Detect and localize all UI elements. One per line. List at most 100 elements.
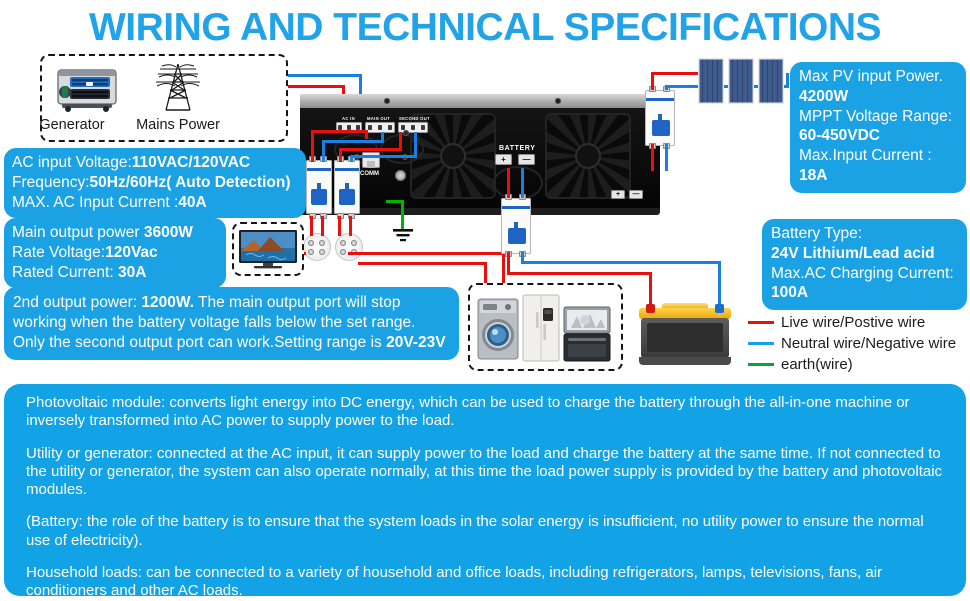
generator-label: Generator <box>39 117 105 133</box>
terminal-block-ac-in[interactable] <box>336 122 362 133</box>
ac-input-frequency-line: Frequency:50Hz/60Hz( Auto Detection) <box>12 173 298 193</box>
description-panel: Photovoltaic module: converts light ener… <box>4 384 966 599</box>
terminal-hole <box>355 125 360 130</box>
outlet-hole <box>308 240 314 246</box>
wire-earth-drop <box>401 200 404 230</box>
generator-icon <box>57 69 117 112</box>
spec-pv-box: Max PV input Power. 4200W MPPT Voltage R… <box>790 62 966 193</box>
main-output-power-line: Main output power 3600W <box>12 223 218 243</box>
legend-label-live: Live wire/Postive wire <box>781 314 926 331</box>
pv-panel <box>758 58 784 104</box>
outlet-hole <box>319 240 325 246</box>
top-bar-screw-left <box>384 98 390 104</box>
battery-positive-post <box>646 304 655 313</box>
top-bar-screw-right <box>555 98 561 104</box>
main-output-power-label: Main output power <box>12 224 144 241</box>
second-output-label: 2nd output power <box>13 294 133 311</box>
breaker-toggle[interactable] <box>311 183 327 205</box>
wire-loads-feed-top <box>348 252 505 255</box>
wire-neutral-second-jumper-v <box>350 155 353 162</box>
battery-body <box>641 318 729 358</box>
terminal-block-second-out[interactable] <box>398 122 428 133</box>
outlet-main[interactable] <box>303 233 331 261</box>
wire-battery-neg-run <box>521 261 721 264</box>
page-title: WIRING AND TECHNICAL SPECIFICATIONS <box>88 6 882 49</box>
pv-current-value: 18A <box>799 167 828 185</box>
breaker-ac-input-pole-1[interactable] <box>306 160 332 214</box>
wire-live-main-jumper-v <box>311 130 314 162</box>
main-output-current-line: Rated Current: 30A <box>12 263 218 283</box>
second-output-range-value: 20V-23V <box>386 333 446 351</box>
ac-input-voltage-line: AC input Voltage:110VAC/120VAC <box>12 153 298 173</box>
terminal-block-main-out[interactable] <box>365 122 395 133</box>
terminal-hole <box>368 125 372 130</box>
spec-main-output-box: Main output power 3600W Rate Voltage:120… <box>4 218 226 289</box>
battery-terminal-label: BATTERY <box>499 145 536 152</box>
earth-ground-symbol <box>393 229 413 242</box>
battery-negative-pad[interactable]: — <box>518 154 535 165</box>
cooling-fan-right <box>545 113 631 199</box>
battery-charge-current-label: Max.AC Charging Current: <box>771 264 954 282</box>
wire-battery-pos-inverter <box>507 168 510 198</box>
outlet-hole <box>340 240 346 246</box>
wire-pv-pos-to-inverter <box>651 144 654 171</box>
breaker-bar <box>646 98 674 101</box>
wire-live-source-h <box>288 85 345 88</box>
wire-live-second-jumper <box>339 148 402 151</box>
breaker-pv[interactable] <box>645 90 675 146</box>
breaker-toggle[interactable] <box>652 114 670 136</box>
battery-top <box>639 308 731 319</box>
ac-input-current-value: 40A <box>178 193 207 211</box>
wire-neutral-main-jumper <box>322 140 384 143</box>
inverter-front-panel: AC IN MAIN OUT SECOND OUT COMM <box>300 108 660 208</box>
ac-input-voltage-label: AC input Voltage: <box>12 154 132 171</box>
outlet-hole <box>351 240 357 246</box>
outlet-hole <box>308 249 314 255</box>
dishwasher-icon <box>563 306 611 362</box>
second-output-body: The main output port will stop working w… <box>13 294 416 351</box>
breaker-ac-input-pole-2[interactable] <box>334 160 360 214</box>
breaker-toggle[interactable] <box>339 183 355 205</box>
terminal-hole <box>388 125 392 130</box>
pv-panel <box>728 58 754 104</box>
wire-outlet-second-feed-b <box>349 216 352 236</box>
legend-label-earth: earth(wire) <box>781 356 853 373</box>
spec-ac-input-box: AC input Voltage:110VAC/120VAC Frequency… <box>4 148 306 219</box>
pv-negative-pad[interactable]: — <box>629 190 643 199</box>
wire-outlet-main-feed-b <box>321 216 324 236</box>
wire-live-main-jumper <box>311 130 368 133</box>
terminal-hole <box>421 125 425 130</box>
description-paragraph-utility: Utility or generator: connected at the A… <box>26 444 943 499</box>
battery-type-label: Battery Type: <box>771 225 863 242</box>
wire-live-second-tap <box>399 132 402 149</box>
spec-second-output-box: 2nd output power: 1200W. The main output… <box>4 287 459 361</box>
ground-stud[interactable] <box>395 170 406 181</box>
ac-input-frequency-label: Frequency: <box>12 173 90 191</box>
photovoltaic-array <box>698 58 786 104</box>
wire-outlet-main-feed-a <box>310 216 313 236</box>
main-output-voltage-line: Rate Voltage:120Vac <box>12 243 218 263</box>
wire-pv-neg-run-top <box>665 85 789 88</box>
pv-positive-pad[interactable]: + <box>611 190 625 199</box>
wire-neutral-second-jumper <box>350 155 417 158</box>
wire-loads-feed-down-b <box>484 262 487 286</box>
description-paragraph-pv: Photovoltaic module: converts light ener… <box>26 394 910 430</box>
terminal-hole <box>411 125 415 130</box>
outlet-hole <box>319 249 325 255</box>
wire-pv-pos-run <box>651 72 699 75</box>
breaker-battery[interactable] <box>501 198 531 254</box>
outlet-second[interactable] <box>335 233 363 261</box>
pv-power-label: Max PV input Power. <box>799 68 943 85</box>
ac-input-current-label: MAX. AC Input Current : <box>12 193 179 211</box>
second-output-text: 2nd output power: 1200W. The main output… <box>13 293 450 352</box>
second-output-separator: : <box>132 294 142 311</box>
terminal-hole <box>338 125 343 130</box>
second-output-power-value: 1200W. <box>141 294 194 311</box>
wire-battery-pos-run <box>507 272 652 275</box>
battery-charge-current-value: 100A <box>771 284 809 302</box>
wire-live-second-jumper-v <box>339 148 342 162</box>
battery-positive-pad[interactable]: + <box>495 154 512 165</box>
wire-battery-neg-down <box>521 252 524 263</box>
breaker-toggle[interactable] <box>508 222 526 244</box>
wire-battery-pos-down <box>507 252 510 274</box>
